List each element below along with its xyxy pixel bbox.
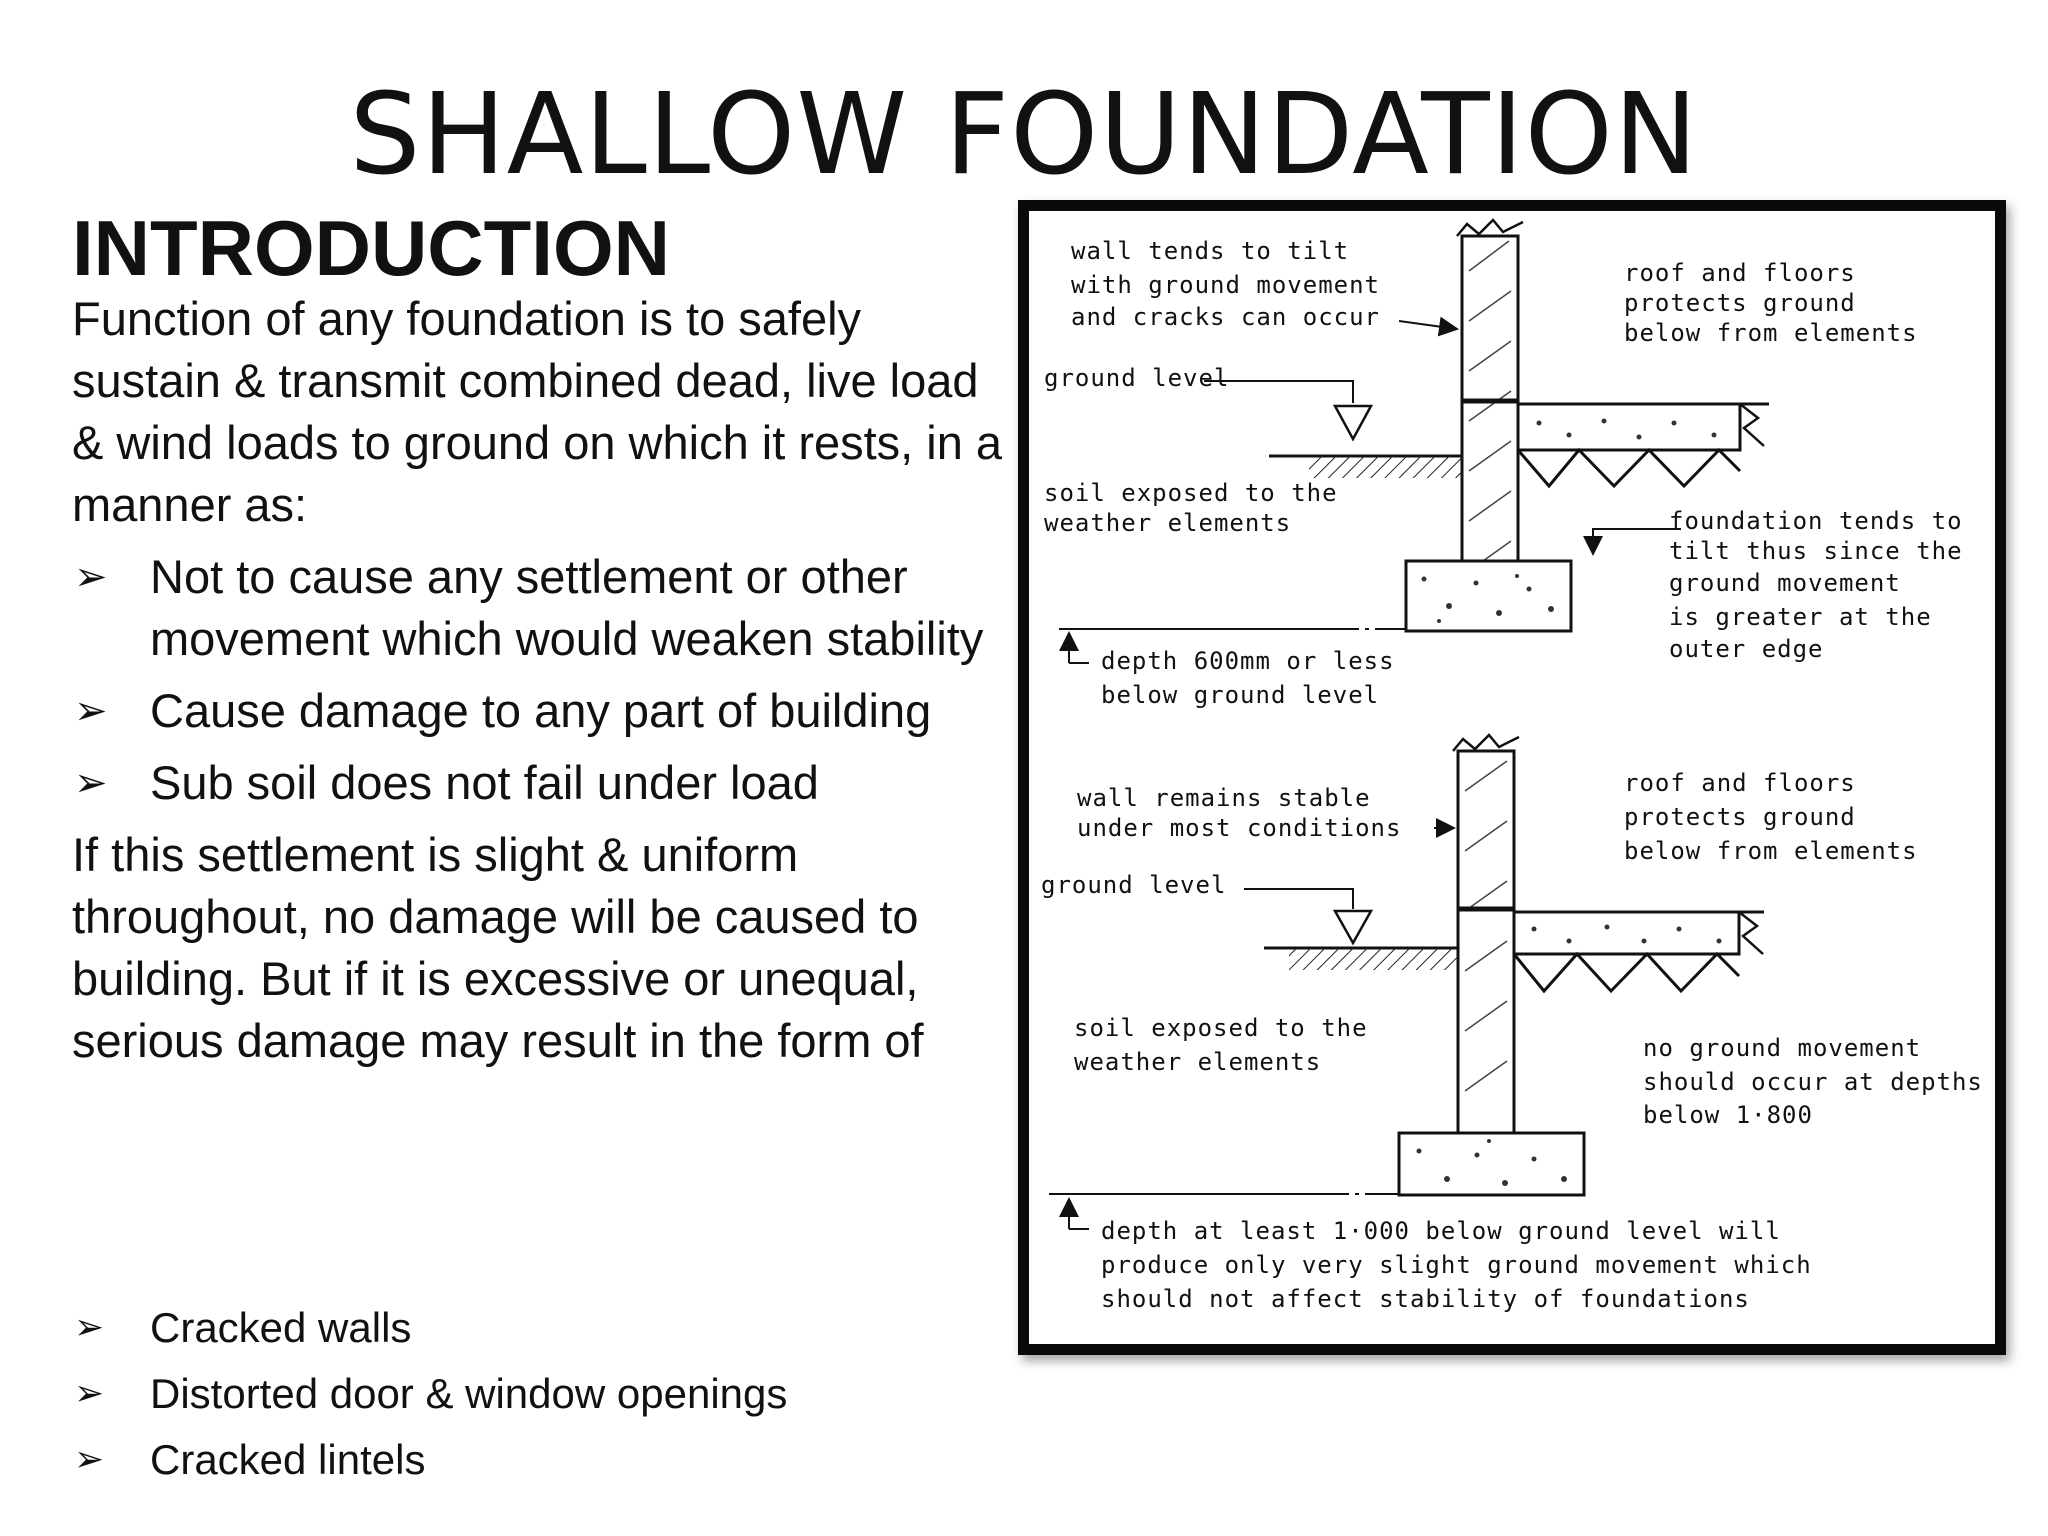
bottom-hardcore <box>1512 951 1741 994</box>
bottom-floor-slab <box>1512 910 1741 956</box>
foundation-diagram-svg: wall tends to tilt with ground movement … <box>1041 218 1995 1313</box>
bottom-footing-aggregate <box>1416 1139 1567 1186</box>
list-item: ➢ Distorted door & window openings <box>72 1369 787 1419</box>
top-ground-level-icon <box>1332 404 1374 442</box>
top-depth-label: depth 600mm or less below ground level <box>1101 647 1410 709</box>
list-item: ➢ Sub soil does not fail under load <box>72 752 1022 814</box>
bottom-soil-label: soil exposed to the weather elements <box>1074 1014 1383 1076</box>
bottom-wall-texture <box>1464 760 1508 1092</box>
top-footing-aggregate <box>1421 574 1554 623</box>
list-item: ➢ Cause damage to any part of building <box>72 680 1022 742</box>
top-wall-break <box>1456 218 1524 237</box>
bottom-ground-hatch <box>1289 948 1458 970</box>
bottom-wall-label: wall remains stable under most condition… <box>1077 784 1401 842</box>
top-foundation-label: foundation tends to tilt thus since the … <box>1669 507 1978 663</box>
damage-list: ➢ Cracked walls ➢ Distorted door & windo… <box>72 1303 787 1501</box>
list-item-text: Distorted door & window openings <box>150 1370 788 1417</box>
top-hardcore <box>1516 447 1742 489</box>
list-item: ➢ Cracked walls <box>72 1303 787 1353</box>
bottom-movement-label: no ground movement should occur at depth… <box>1643 1034 1995 1129</box>
intro-block: Function of any foundation is to safely … <box>72 288 1022 1072</box>
bottom-slab-aggregate <box>1531 924 1722 944</box>
top-slab-aggregate <box>1536 418 1717 440</box>
top-wall <box>1460 234 1520 594</box>
arrow-bullet-icon: ➢ <box>74 688 108 734</box>
top-floor-slab <box>1516 402 1742 452</box>
arrow-bullet-icon: ➢ <box>74 554 108 600</box>
bottom-wall <box>1456 749 1516 1148</box>
bottom-ground-level-icon <box>1332 909 1374 946</box>
arrow-bullet-icon: ➢ <box>74 1373 105 1414</box>
list-item-text: Cause damage to any part of building <box>150 684 932 737</box>
list-item: ➢ Not to cause any settlement or other m… <box>72 546 1022 670</box>
foundation-diagram: wall tends to tilt with ground movement … <box>1018 200 2006 1355</box>
top-roof-label: roof and floors protects ground below fr… <box>1624 259 1918 347</box>
bottom-depth-label: depth at least 1·000 below ground level … <box>1101 1217 1827 1313</box>
list-item-text: Cracked walls <box>150 1304 412 1351</box>
bottom-roof-label: roof and floors protects ground below fr… <box>1624 769 1918 865</box>
bottom-footing <box>1397 1131 1586 1197</box>
intro-paragraph: Function of any foundation is to safely … <box>72 292 1003 531</box>
slide-title: SHALLOW FOUNDATION <box>349 70 1699 200</box>
list-item-text: Not to cause any settlement or other mov… <box>150 550 984 665</box>
top-ground-label: ground level <box>1044 364 1229 392</box>
arrow-bullet-icon: ➢ <box>74 1439 105 1480</box>
bottom-ground-label: ground level <box>1041 871 1226 899</box>
top-wall-label: wall tends to tilt with ground movement … <box>1071 237 1395 331</box>
arrow-bullet-icon: ➢ <box>74 760 108 806</box>
top-footing <box>1404 559 1573 633</box>
top-soil-label: soil exposed to the weather elements <box>1044 479 1353 537</box>
bottom-section: wall remains stable under most condition… <box>1041 733 1995 1313</box>
arrow-bullet-icon: ➢ <box>74 1307 105 1348</box>
list-item: ➢ Cracked lintels <box>72 1435 787 1485</box>
list-item-text: Sub soil does not fail under load <box>150 756 819 809</box>
section-heading: INTRODUCTION <box>72 204 670 292</box>
requirements-list: ➢ Not to cause any settlement or other m… <box>72 546 1022 814</box>
list-item-text: Cracked lintels <box>150 1436 426 1483</box>
settlement-paragraph: If this settlement is slight & uniform t… <box>72 828 924 1067</box>
top-section: wall tends to tilt with ground movement … <box>1044 218 1978 709</box>
top-ground-hatch <box>1309 456 1462 478</box>
